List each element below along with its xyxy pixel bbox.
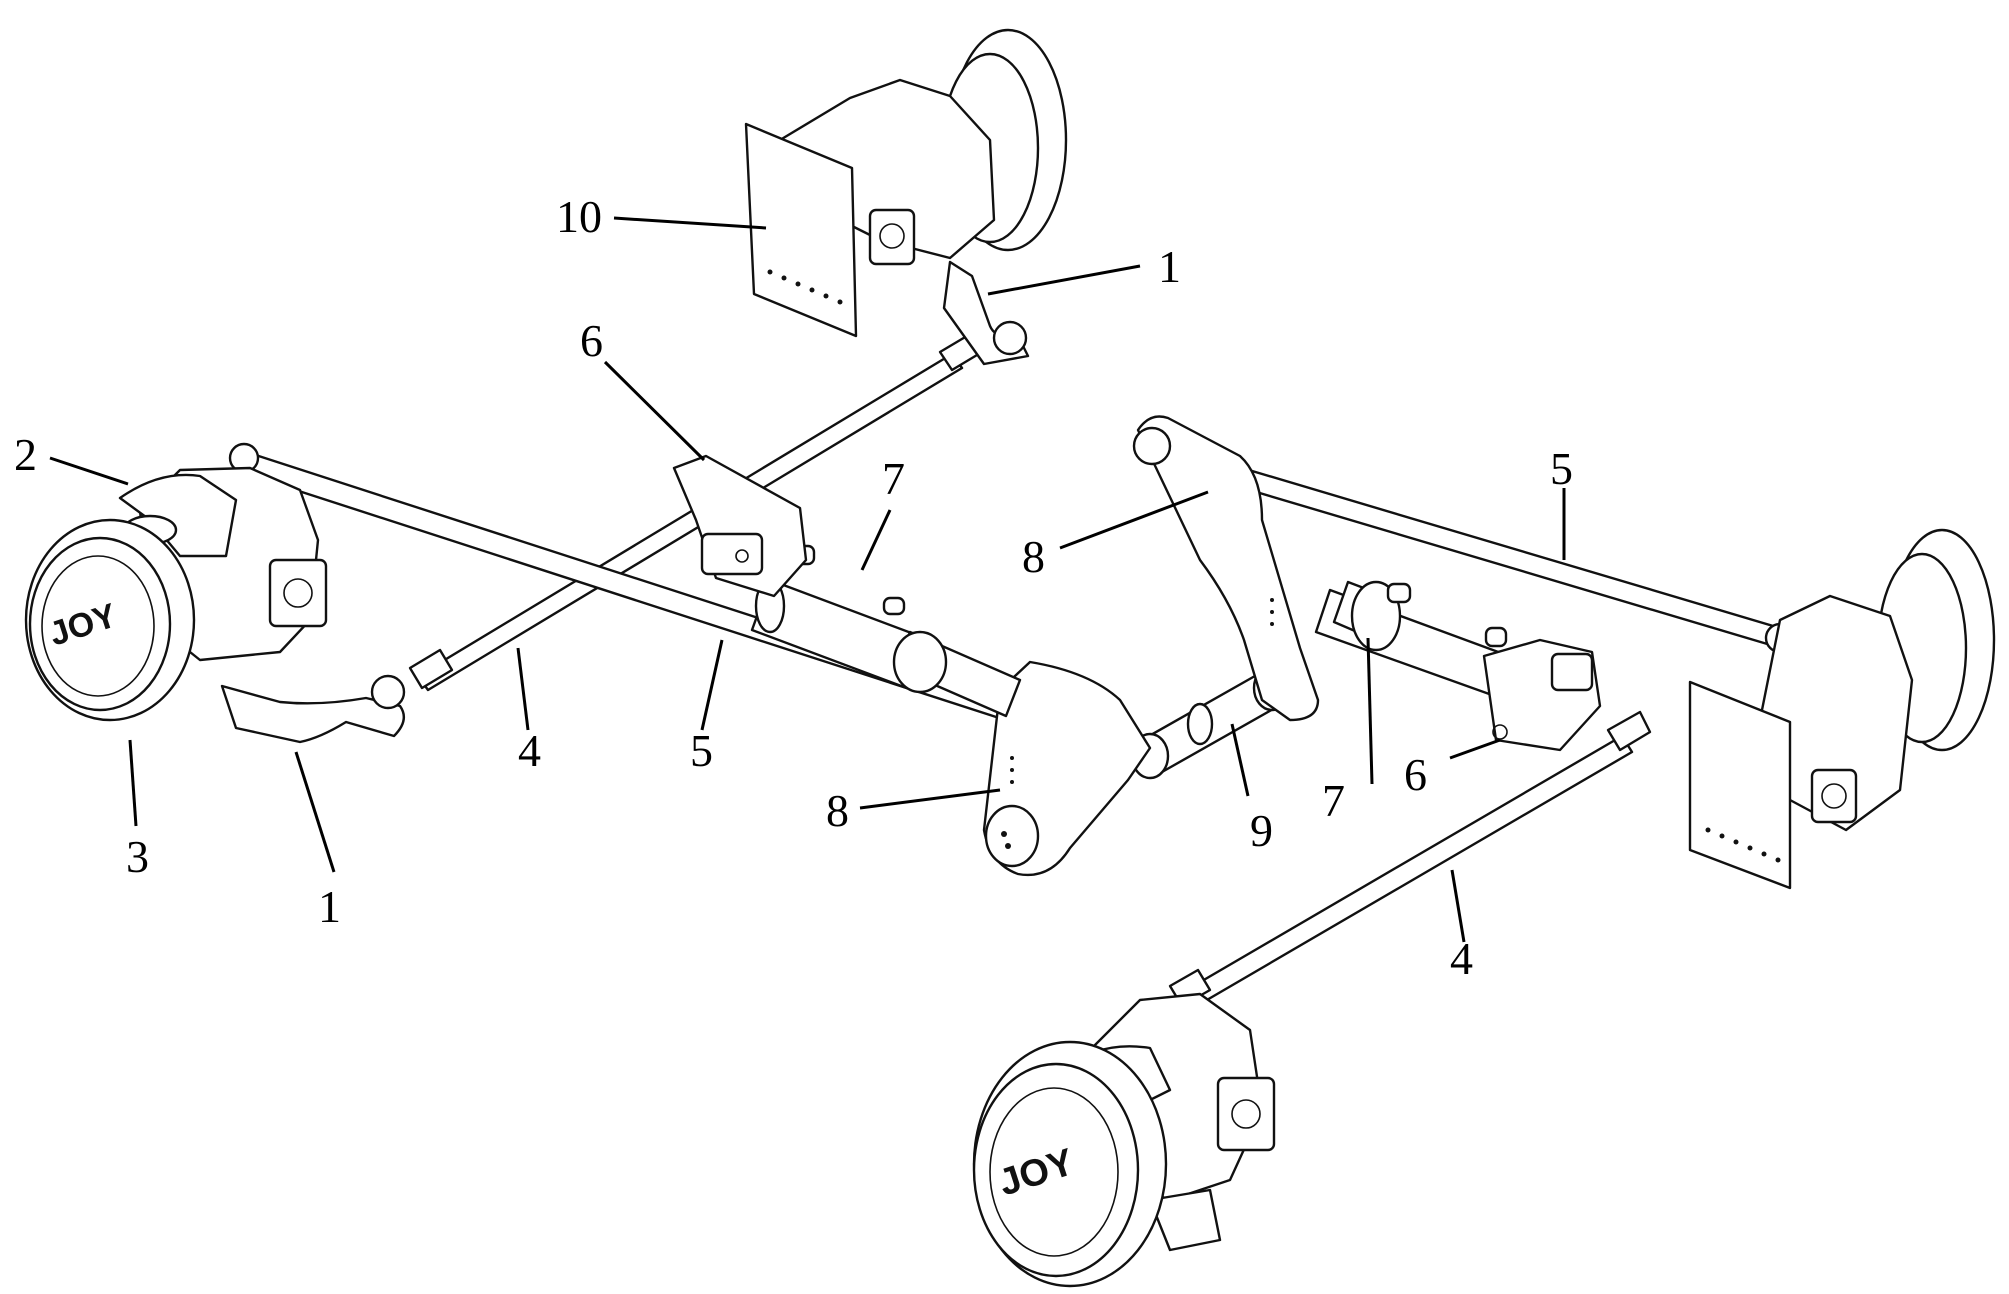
wheel-bottom: JOY [972, 1040, 1168, 1288]
callout-1-lower: 1 [318, 881, 341, 932]
callout-5-left: 5 [690, 725, 713, 776]
bracket-right [1482, 638, 1602, 752]
callout-6-left: 6 [580, 315, 603, 366]
callout-8-left: 8 [826, 785, 849, 836]
callout-6-right: 6 [1404, 749, 1427, 800]
callout-2: 2 [14, 429, 37, 480]
knuckle-arm-lower [220, 674, 406, 744]
callout-4-right: 4 [1450, 933, 1473, 984]
callout-7-left: 7 [882, 453, 905, 504]
callout-7-right: 7 [1322, 775, 1345, 826]
bellcrank-right [1132, 415, 1320, 722]
callout-1-upper: 1 [1158, 241, 1181, 292]
hub-right [1688, 528, 1996, 890]
callout-4-left: 4 [518, 725, 541, 776]
callout-labels: 10 1 6 7 8 5 2 3 4 5 1 8 9 7 6 4 [14, 191, 1573, 984]
callout-5-right: 5 [1550, 443, 1573, 494]
leader-lines [49, 216, 1566, 943]
callout-8-right: 8 [1022, 531, 1045, 582]
callout-3: 3 [126, 831, 149, 882]
hub-upper [744, 28, 1068, 338]
knuckle-arm-upper [942, 260, 1030, 366]
callout-10: 10 [556, 191, 602, 242]
wheel-left: JOY [24, 518, 196, 722]
callout-9: 9 [1250, 805, 1273, 856]
bellcrank-left [982, 660, 1152, 877]
bracket-left [672, 454, 808, 598]
